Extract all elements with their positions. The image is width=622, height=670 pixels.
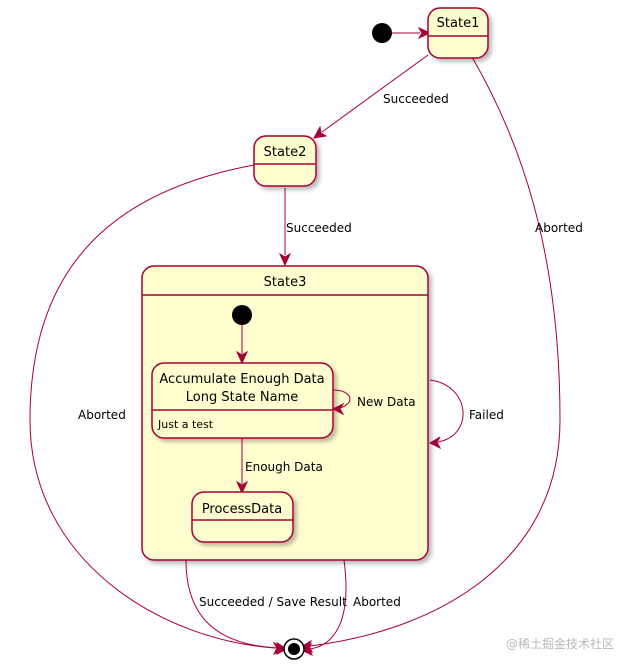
arrowhead — [235, 480, 249, 495]
arrowhead — [331, 402, 345, 416]
edge-state1-state2 — [321, 54, 429, 133]
end-node — [283, 638, 305, 660]
accumulate-label-line1: Accumulate Enough Data — [159, 372, 324, 387]
state2 — [253, 135, 317, 187]
label-s2-to-end: Aborted — [78, 408, 126, 422]
label-accumulate-to-process: Enough Data — [245, 460, 323, 474]
label-s2-to-s3: Succeeded — [286, 221, 352, 235]
process-data-state — [191, 491, 294, 543]
start-node — [372, 23, 392, 43]
arrowhead — [417, 26, 432, 40]
arrowhead — [428, 436, 442, 450]
state3-label: State3 — [264, 275, 307, 290]
inner-start-node — [232, 305, 252, 325]
label-s3-to-end-success: Succeeded / Save Result — [199, 595, 347, 609]
edge-state1-end — [309, 56, 561, 647]
edge-state3-end-abort — [309, 559, 347, 650]
watermark: @稀土掘金技术社区 — [506, 636, 614, 651]
label-s1-to-end: Aborted — [535, 221, 583, 235]
arrowhead — [275, 641, 289, 655]
arrowhead — [313, 125, 328, 139]
label-s3-self: Failed — [469, 408, 504, 422]
arrowhead — [299, 642, 314, 657]
label-accumulate-self: New Data — [357, 395, 416, 409]
arrowhead — [235, 350, 249, 365]
label-s1-to-s2: Succeeded — [383, 92, 449, 106]
accumulate-description: Just a test — [157, 418, 214, 431]
edge-accumulate-self — [332, 389, 351, 409]
state1 — [427, 7, 489, 59]
state1-label: State1 — [437, 16, 480, 31]
edge-state3-end-success — [185, 559, 279, 649]
edge-state3-self — [429, 379, 464, 443]
arrowhead — [278, 252, 292, 267]
edge-state2-end — [29, 164, 276, 649]
state2-label: State2 — [264, 145, 307, 160]
label-s3-to-end-abort: Aborted — [353, 595, 401, 609]
accumulate-label-line2: Long State Name — [186, 390, 299, 405]
process-data-label: ProcessData — [202, 502, 282, 517]
